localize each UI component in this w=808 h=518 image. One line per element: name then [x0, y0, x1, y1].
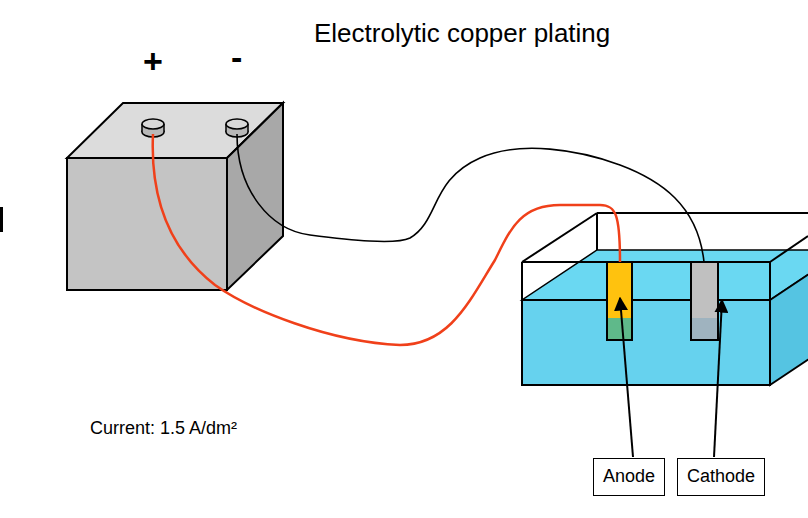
box-label: Cathode	[687, 466, 755, 488]
box-label: Anode	[603, 466, 655, 488]
title: Electrolytic copper plating	[314, 19, 610, 49]
edge-mark	[0, 207, 3, 232]
electrolyte-tank	[522, 213, 808, 385]
anode-label-box: Anode	[593, 458, 665, 496]
current-density: Current: 1.5 A/dm²	[90, 418, 237, 439]
leader-arrow	[620, 298, 633, 457]
cathode-label-box: Cathode	[677, 458, 765, 496]
cathode-plate	[691, 262, 718, 340]
battery	[67, 103, 283, 290]
black-wire	[237, 134, 704, 262]
plus-sign: +	[143, 42, 163, 81]
red-wire	[153, 134, 620, 345]
minus-sign: -	[231, 38, 242, 77]
leader-arrow	[714, 300, 722, 457]
